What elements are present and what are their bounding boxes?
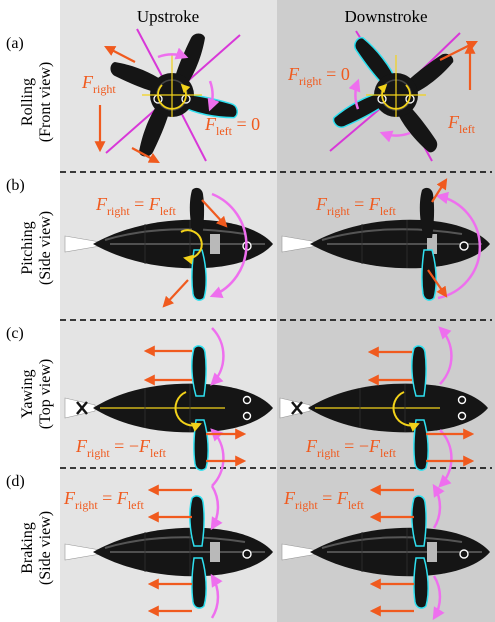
- yawing-downstroke: Fright = −Fleft: [278, 326, 490, 488]
- svg-text:Rolling: Rolling: [19, 78, 36, 126]
- downstroke-header: Downstroke: [344, 7, 427, 26]
- f-right-eq-f-left-label: Fright = Fleft: [315, 194, 396, 218]
- f-right-eq-f-left-label: Fright = Fleft: [95, 194, 176, 218]
- row-label-a: Rolling (Front view): [19, 62, 54, 142]
- rolling-downstroke: Fright = 0 Fleft: [287, 30, 478, 162]
- f-right-eq-f-left-label: Fright = Fleft: [63, 488, 144, 512]
- row-tag-c: (c): [6, 325, 24, 342]
- rolling-upstroke: Fright Fleft = 0: [81, 28, 260, 164]
- svg-text:(Front view): (Front view): [37, 62, 54, 142]
- row-label-d: Braking (Side view): [19, 511, 54, 585]
- f-right-eq-f-left-label: Fright = Fleft: [283, 488, 364, 512]
- braking-downstroke: Fright = Fleft: [281, 483, 491, 621]
- f-right-eq-neg-f-left-label: Fright = −Fleft: [75, 436, 167, 460]
- row-tag-b: (b): [6, 177, 25, 194]
- svg-text:(Side view): (Side view): [37, 511, 54, 585]
- svg-text:Yawing: Yawing: [19, 369, 36, 418]
- pitching-downstroke: Fright = Fleft: [281, 178, 491, 301]
- f-left-zero-label: Fleft = 0: [204, 114, 260, 138]
- row-tag-a: (a): [6, 35, 24, 52]
- f-right-label: Fright: [81, 72, 116, 96]
- f-right-zero-label: Fright = 0: [287, 64, 350, 88]
- braking-upstroke: Fright = Fleft: [63, 484, 274, 619]
- f-right-eq-neg-f-left-label: Fright = −Fleft: [305, 436, 397, 460]
- f-left-label: Fleft: [447, 112, 476, 136]
- row-tag-d: (d): [6, 473, 25, 490]
- upstroke-header: Upstroke: [137, 7, 199, 26]
- pitching-upstroke: Fright = Fleft: [64, 187, 274, 308]
- svg-text:(Top view): (Top view): [37, 359, 54, 429]
- svg-text:Pitching: Pitching: [19, 221, 36, 274]
- row-label-b: Pitching (Side view): [19, 211, 54, 285]
- row-label-c: Yawing (Top view): [19, 359, 54, 429]
- svg-text:(Side view): (Side view): [37, 211, 54, 285]
- svg-text:Braking: Braking: [19, 522, 36, 574]
- yawing-upstroke: Fright = −Fleft: [63, 327, 275, 487]
